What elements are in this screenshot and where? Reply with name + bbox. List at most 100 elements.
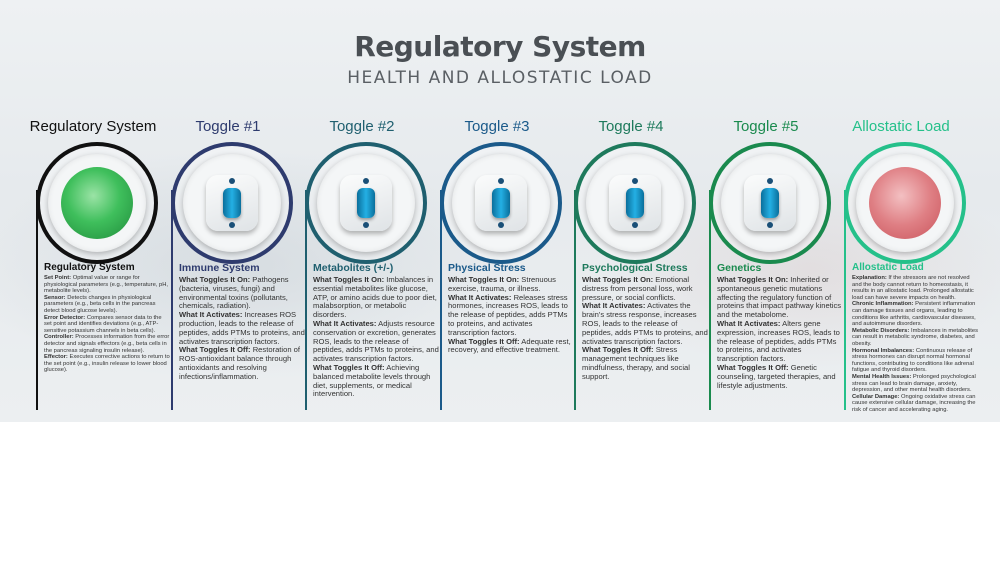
section-title: Metabolites (+/-) <box>313 262 394 274</box>
paragraph-text: Emotional distress from personal loss, w… <box>582 275 693 302</box>
section-title: Regulatory System <box>44 262 135 273</box>
description-paragraph: Sensor: Detects changes in physiological… <box>44 295 170 315</box>
toggle-switch-circle <box>440 142 562 264</box>
toggle-switch-icon <box>626 188 644 218</box>
paragraph-text: Genetic counseling, targeted therapies, … <box>717 362 836 390</box>
connector-line <box>171 190 173 410</box>
column-header: Allostatic Load <box>852 118 950 135</box>
column-header: Toggle #1 <box>195 118 261 135</box>
description-paragraph: What Toggles It On: Emotional distress f… <box>582 275 708 302</box>
circle-inner <box>452 154 550 252</box>
description-paragraph: Explanation: If the stressors are not re… <box>852 275 978 301</box>
toggle-switch-icon <box>761 188 779 218</box>
page-title: Regulatory System <box>354 30 646 63</box>
description-paragraph: What It Activates: Alters gene expressio… <box>717 318 843 364</box>
paragraph-label: What Toggles It Off: <box>448 336 520 346</box>
description-paragraph: What It Activates: Activates the brain's… <box>582 301 708 346</box>
paragraph-label: Sensor: <box>44 294 66 301</box>
status-orb-circle <box>844 142 966 264</box>
column-header: Toggle #2 <box>329 118 395 135</box>
column-header: Toggle #3 <box>464 118 530 135</box>
circle-inner <box>317 154 415 252</box>
paragraph-text: Adequate rest, recovery, and effective t… <box>448 336 571 355</box>
on-indicator-icon <box>632 178 638 184</box>
description-paragraph: Cellular Damage: Ongoing oxidative stres… <box>852 394 978 414</box>
toggle-switch-icon <box>357 188 375 218</box>
paragraph-label: What It Activates: <box>313 318 377 328</box>
circle-inner <box>48 154 146 252</box>
connector-line <box>305 190 307 410</box>
description-paragraph: Controller: Processes information from t… <box>44 334 170 354</box>
healthy-orb-icon <box>61 167 133 239</box>
column-header: Regulatory System <box>29 118 157 135</box>
switch-plate-icon <box>340 175 392 231</box>
section-title: Genetics <box>717 262 762 274</box>
circle-inner <box>183 154 281 252</box>
description-paragraph: What Toggles It Off: Stress management t… <box>582 345 708 381</box>
off-indicator-icon <box>229 222 235 228</box>
paragraph-label: What Toggles It On: <box>582 275 654 284</box>
paragraph-text: Detects changes in physiological paramet… <box>44 294 156 314</box>
paragraph-label: What It Activates: <box>448 292 512 302</box>
paragraph-label: Mental Health Issues: <box>852 373 912 380</box>
description-paragraph: Metabolic Disorders: Imbalances in metab… <box>852 328 978 348</box>
paragraph-label: Explanation: <box>852 275 887 281</box>
toggle-switch-circle <box>574 142 696 264</box>
switch-plate-icon <box>609 175 661 231</box>
off-indicator-icon <box>363 222 369 228</box>
section-title: Physical Stress <box>448 262 526 274</box>
paragraph-text: Restoration of ROS-antioxidant balance t… <box>179 345 300 381</box>
on-indicator-icon <box>767 178 773 184</box>
connector-line <box>709 190 711 410</box>
paragraph-label: Hormonal Imbalances: <box>852 347 915 354</box>
description-paragraph: What Toggles It On: Pathogens (bacteria,… <box>179 275 305 311</box>
paragraph-label: What Toggles It Off: <box>582 345 654 355</box>
paragraph-text: Pathogens (bacteria, viruses, fungi) and… <box>179 275 289 311</box>
description-paragraph: Error Detector: Compares sensor data to … <box>44 315 170 335</box>
section-title: Psychological Stress <box>582 262 688 274</box>
paragraph-text: Achieving balanced metabolite levels thr… <box>313 362 431 399</box>
switch-plate-icon <box>744 175 796 231</box>
column-header: Toggle #4 <box>598 118 664 135</box>
description-paragraph: What Toggles It On: Strenuous exercise, … <box>448 275 574 294</box>
paragraph-label: Metabolic Disorders: <box>852 327 910 334</box>
paragraph-label: Set Point: <box>44 275 72 281</box>
paragraph-label: What Toggles It Off: <box>717 362 789 372</box>
on-indicator-icon <box>363 178 369 184</box>
paragraph-text: Executes corrective actions to return to… <box>44 354 170 374</box>
paragraph-text: Continuous release of stress hormones ca… <box>852 347 974 374</box>
connector-line <box>440 190 442 410</box>
description-paragraph: What Toggles It Off: Achieving balanced … <box>313 362 439 399</box>
description-paragraph: What Toggles It On: Imbalances in essent… <box>313 275 439 320</box>
paragraph-text: Processes information from the error det… <box>44 334 170 354</box>
paragraph-text: Strenuous exercise, trauma, or illness. <box>448 275 556 293</box>
column-header: Toggle #5 <box>733 118 799 135</box>
status-orb-circle <box>36 142 158 264</box>
on-indicator-icon <box>498 178 504 184</box>
circle-inner <box>721 154 819 252</box>
circle-inner <box>856 154 954 252</box>
toggle-switch-icon <box>223 188 241 218</box>
on-indicator-icon <box>229 178 235 184</box>
paragraph-label: What Toggles It On: <box>179 275 251 284</box>
paragraph-text: Increases ROS production, leads to the r… <box>179 310 305 346</box>
off-indicator-icon <box>632 222 638 228</box>
paragraph-label: What It Activates: <box>717 318 781 328</box>
description-paragraph: Effector: Executes corrective actions to… <box>44 354 170 374</box>
description-paragraph: What It Activates: Adjusts resource cons… <box>313 318 439 364</box>
paragraph-label: What Toggles It Off: <box>179 345 251 355</box>
connector-line <box>574 190 576 410</box>
paragraph-text: Alters gene expression, increases ROS, l… <box>717 318 840 364</box>
toggle-switch-circle <box>171 142 293 264</box>
